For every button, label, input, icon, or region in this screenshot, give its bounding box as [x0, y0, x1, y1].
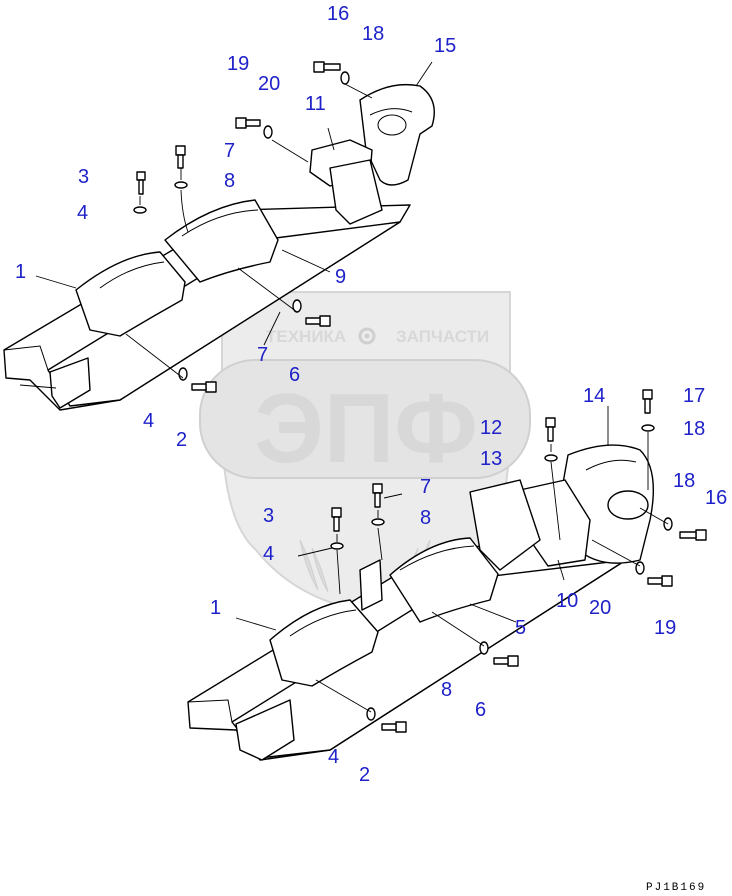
washer-8-upper: [174, 181, 188, 189]
washer-4-lower-upper: [178, 367, 188, 381]
frame-end-lower: [49, 357, 91, 409]
washer-8-lower: [371, 518, 385, 526]
washer-4b-lower: [366, 707, 376, 721]
bolt-7-lower: [372, 483, 383, 508]
frame-bracket-lower: [469, 479, 541, 571]
callout-6: 6: [289, 364, 300, 386]
bolt-7-upper: [175, 145, 186, 169]
upper-track-frame-assembly: [3, 61, 435, 411]
bolt-3-lower: [331, 507, 342, 532]
callout-4-lower: 4: [263, 543, 274, 565]
gear-icon: [358, 327, 376, 345]
callout-19-lower: 19: [654, 617, 676, 639]
bolt-2-lower: [381, 721, 407, 733]
callout-14: 14: [583, 385, 605, 407]
washer-4-upper: [133, 206, 147, 214]
watermark-text-left: ТЕХНИКА: [266, 327, 346, 346]
callout-7: 7: [224, 140, 235, 162]
frame-bracket-upper: [329, 159, 383, 225]
callout-10: 10: [556, 590, 578, 612]
callout-16: 16: [327, 3, 349, 25]
callouts-lower: 14 17 18 12 13 7 3 8 18 16 4 1 10 20 19 …: [210, 385, 727, 786]
callout-3-lower: 3: [263, 505, 274, 527]
washer-20-upper: [263, 125, 273, 139]
callout-8b-lower: 8: [441, 679, 452, 701]
callout-2-lower: 2: [359, 764, 370, 786]
watermark-big-text: ЭПФ: [254, 373, 478, 483]
bolt-19-upper: [235, 117, 261, 129]
callout-15: 15: [434, 35, 456, 57]
callout-2: 2: [176, 429, 187, 451]
callout-8: 8: [224, 170, 235, 192]
callout-18-lower: 18: [683, 418, 705, 440]
callout-19: 19: [227, 53, 249, 75]
callout-7b: 7: [257, 344, 268, 366]
callout-17: 17: [683, 385, 705, 407]
callout-13: 13: [480, 448, 502, 470]
part-strip: [359, 559, 383, 611]
callout-20: 20: [258, 73, 280, 95]
bolt-6-upper: [305, 315, 331, 327]
watermark-text-right: ЗАПЧАСТИ: [396, 327, 489, 346]
bolt-17-lower: [642, 389, 653, 414]
lower-track-frame-assembly: [187, 389, 707, 761]
callout-1-lower: 1: [210, 597, 221, 619]
bolt-16-lower: [679, 529, 707, 541]
callout-16-lower: 16: [705, 487, 727, 509]
callout-8-lower: 8: [420, 507, 431, 529]
drawing-number: PJ1B169: [646, 882, 706, 894]
washer-4-lower: [330, 542, 344, 550]
callout-11: 11: [305, 93, 326, 115]
washer-18-upper: [340, 71, 350, 85]
part-1-guard-lower: [269, 599, 379, 687]
bolt-19-lower: [647, 575, 673, 587]
washer-20-lower: [635, 561, 645, 575]
callout-9: 9: [335, 266, 346, 288]
washer-13-lower: [544, 454, 558, 462]
callout-6-lower: 6: [475, 699, 486, 721]
watermark-shield: ТЕХНИКА ЗАПЧАСТИ ЭПФ: [199, 291, 531, 614]
callout-1: 1: [15, 261, 26, 283]
callout-18: 18: [362, 23, 384, 45]
bolt-6-lower: [493, 655, 519, 667]
part-1-guard: [75, 251, 186, 337]
part-9-guard: [164, 199, 279, 283]
callout-4b-lower: 4: [328, 746, 339, 768]
callout-5: 5: [515, 617, 526, 639]
callout-4: 4: [77, 202, 88, 224]
callout-7-lower: 7: [420, 476, 431, 498]
callout-3: 3: [78, 166, 89, 188]
bolt-2-upper: [191, 381, 217, 393]
callout-4b: 4: [143, 410, 154, 432]
frame-end-lower-2: [235, 699, 295, 761]
part-5-guard: [389, 537, 499, 623]
callout-20-lower: 20: [589, 597, 611, 619]
callout-18b-lower: 18: [673, 470, 695, 492]
washer-18-lower: [641, 424, 655, 432]
callouts-upper: 16 18 15 19 20 11 7 3 8 4 1 9 7 6 4 2: [15, 3, 456, 451]
callout-12: 12: [480, 417, 502, 439]
bolt-3-upper: [136, 171, 146, 195]
bolt-16-upper: [313, 61, 341, 73]
bolt-12-lower: [545, 417, 556, 442]
